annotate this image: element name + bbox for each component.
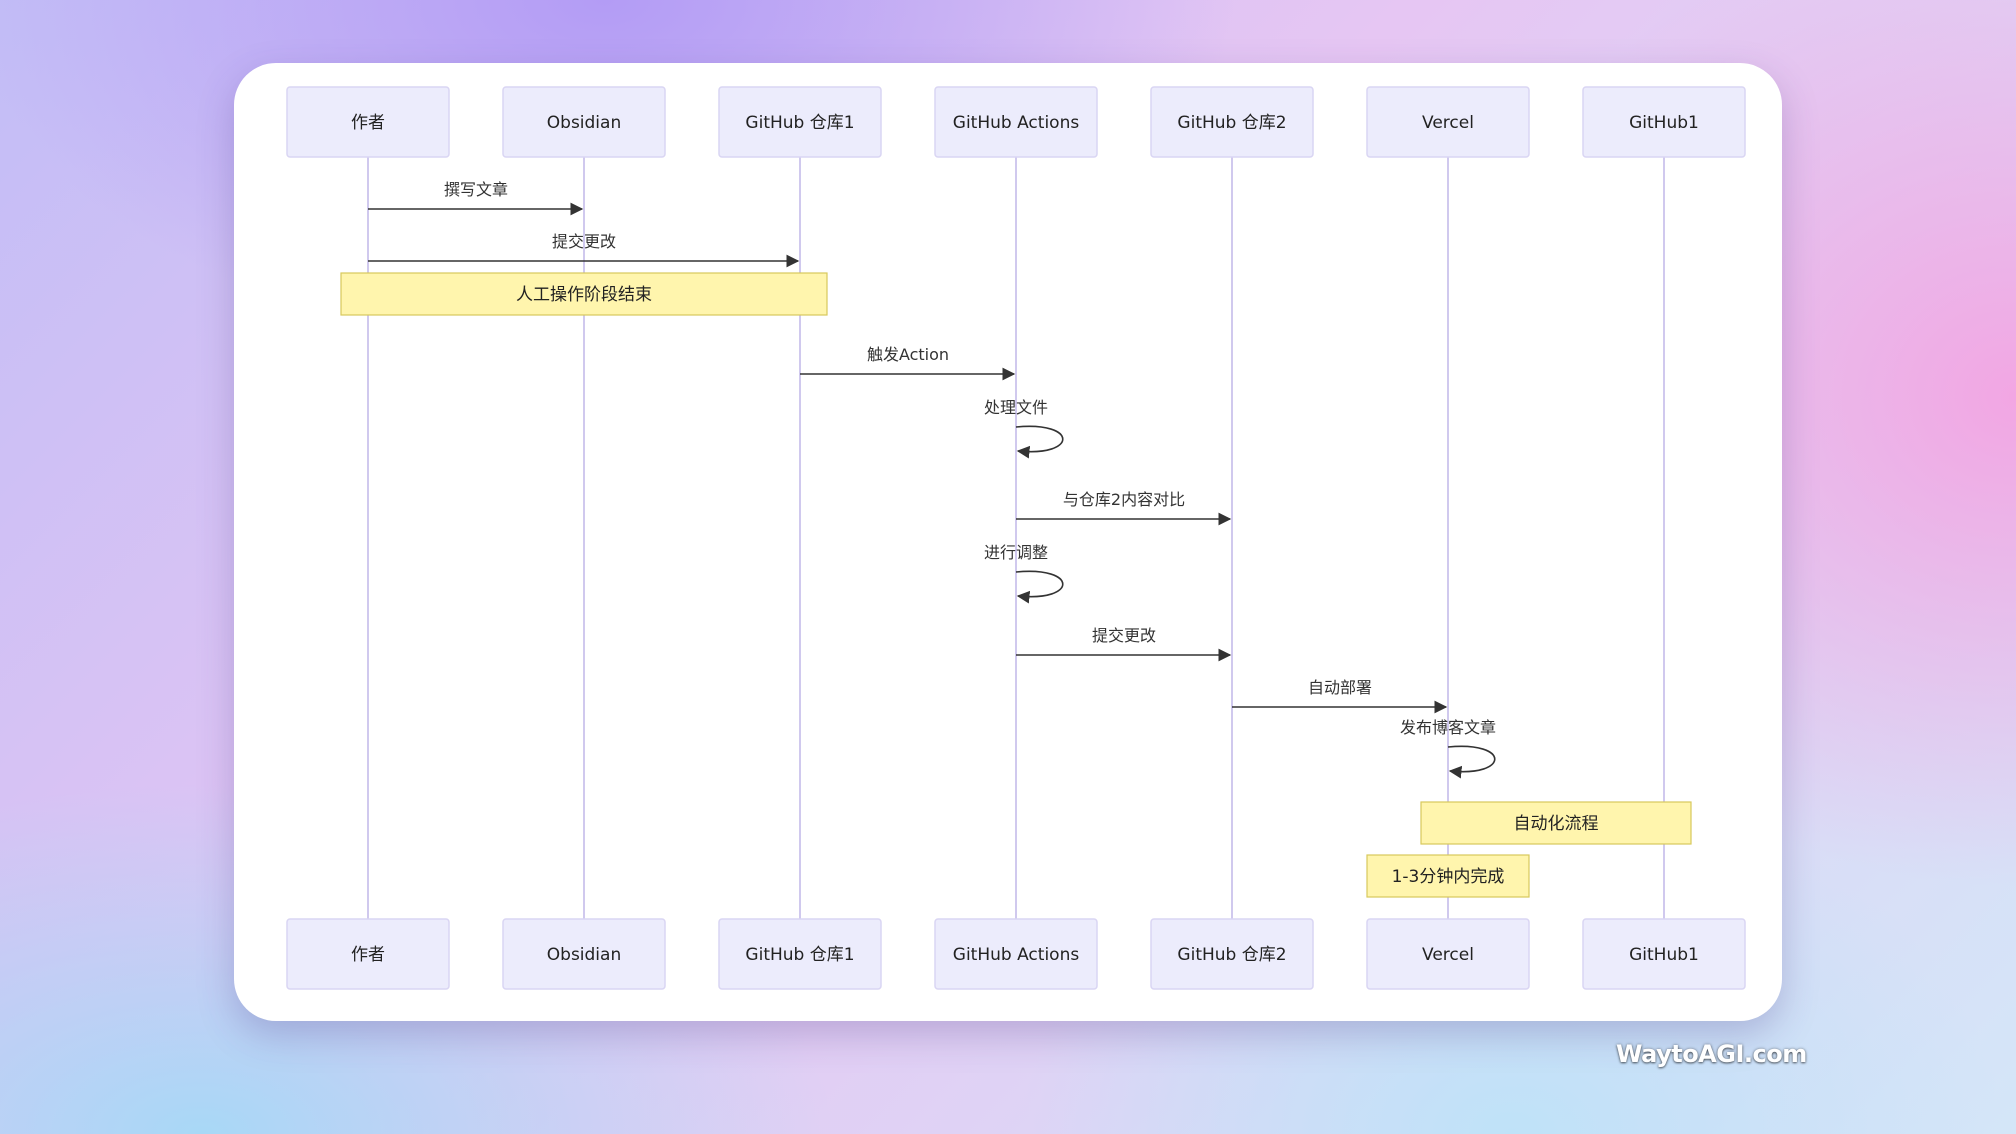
note-3: 人工操作阶段结束 — [340, 272, 828, 316]
note-box — [1420, 801, 1692, 845]
message-label: 撰写文章 — [444, 180, 508, 199]
actor-box — [1150, 86, 1314, 158]
actor-box — [934, 86, 1098, 158]
message-1: 撰写文章 — [368, 180, 584, 216]
actor-box — [718, 86, 882, 158]
actor-box — [1582, 86, 1746, 158]
note-box — [1366, 854, 1530, 898]
self-loop-arrow — [1447, 745, 1496, 779]
self-message-7: 进行调整 — [984, 543, 1064, 604]
actor-obsidian-bottom: Obsidian — [502, 918, 666, 990]
actor-box — [286, 918, 450, 990]
self-message-label: 发布博客文章 — [1400, 718, 1496, 737]
actor-label: Vercel — [1422, 113, 1474, 133]
actor-vercel-top: Vercel — [1366, 86, 1530, 158]
actor-actions-bottom: GitHub Actions — [934, 918, 1098, 990]
note-label: 1-3分钟内完成 — [1392, 867, 1505, 887]
message-label: 提交更改 — [552, 232, 616, 251]
actor-author-bottom: 作者 — [286, 918, 450, 990]
message-2: 提交更改 — [368, 232, 800, 268]
self-message-5: 处理文件 — [984, 398, 1064, 459]
actor-repo1-top: GitHub 仓库1 — [718, 86, 882, 158]
actor-repo2-bottom: GitHub 仓库2 — [1150, 918, 1314, 990]
note-label: 自动化流程 — [1514, 814, 1599, 834]
message-4: 触发Action — [800, 345, 1016, 381]
message-label: 提交更改 — [1092, 626, 1156, 645]
note-label: 人工操作阶段结束 — [516, 285, 652, 305]
actor-label: Obsidian — [547, 945, 621, 965]
actor-author-top: 作者 — [286, 86, 450, 158]
actor-obsidian-top: Obsidian — [502, 86, 666, 158]
actor-box — [934, 918, 1098, 990]
actor-label: GitHub 仓库1 — [745, 945, 854, 965]
note-box — [340, 272, 828, 316]
actor-label: GitHub Actions — [953, 113, 1080, 133]
actor-label: 作者 — [351, 945, 385, 965]
self-message-10: 发布博客文章 — [1400, 718, 1496, 779]
message-6: 与仓库2内容对比 — [1016, 490, 1232, 526]
self-loop-arrow — [1015, 425, 1064, 459]
actor-label: GitHub Actions — [953, 945, 1080, 965]
message-label: 自动部署 — [1308, 678, 1372, 697]
note-11: 自动化流程 — [1420, 801, 1692, 845]
message-label: 与仓库2内容对比 — [1063, 490, 1185, 509]
self-message-label: 进行调整 — [984, 543, 1048, 562]
actor-box — [502, 86, 666, 158]
actor-label: GitHub 仓库1 — [745, 113, 854, 133]
actor-label: 作者 — [351, 113, 385, 133]
actor-github1-bottom: GitHub1 — [1582, 918, 1746, 990]
actor-label: GitHub 仓库2 — [1177, 113, 1286, 133]
actor-github1-top: GitHub1 — [1582, 86, 1746, 158]
watermark: WaytoAGI.com — [1616, 1040, 1807, 1068]
message-9: 自动部署 — [1232, 678, 1448, 714]
note-12: 1-3分钟内完成 — [1366, 854, 1530, 898]
actor-box — [718, 918, 882, 990]
actor-label: Vercel — [1422, 945, 1474, 965]
actor-box — [1366, 86, 1530, 158]
actor-box — [1582, 918, 1746, 990]
actor-vercel-bottom: Vercel — [1366, 918, 1530, 990]
message-label: 触发Action — [867, 345, 949, 364]
actor-box — [1150, 918, 1314, 990]
actor-label: GitHub 仓库2 — [1177, 945, 1286, 965]
actor-actions-top: GitHub Actions — [934, 86, 1098, 158]
actor-label: GitHub1 — [1629, 945, 1699, 965]
self-loop-arrow — [1015, 570, 1064, 604]
actor-repo1-bottom: GitHub 仓库1 — [718, 918, 882, 990]
actor-box — [286, 86, 450, 158]
actor-box — [1366, 918, 1530, 990]
message-8: 提交更改 — [1016, 626, 1232, 662]
self-message-label: 处理文件 — [984, 398, 1048, 417]
actor-repo2-top: GitHub 仓库2 — [1150, 86, 1314, 158]
actor-label: Obsidian — [547, 113, 621, 133]
actor-box — [502, 918, 666, 990]
actor-label: GitHub1 — [1629, 113, 1699, 133]
